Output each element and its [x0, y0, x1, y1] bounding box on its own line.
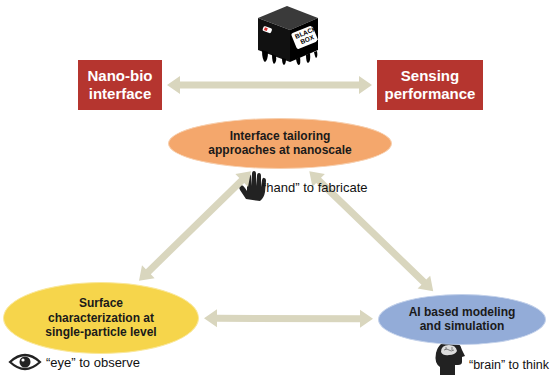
ellipse-node: AI based modeling and simulation	[378, 294, 546, 345]
node-text: Surface characterization at single-parti…	[35, 296, 167, 339]
ellipse-node: Interface tailoring approaches at nanosc…	[168, 118, 392, 169]
head-icon	[436, 341, 466, 375]
box-tag-dot	[264, 27, 268, 31]
eye-icon	[10, 355, 40, 369]
double-arrow	[167, 76, 372, 94]
eye-iris	[20, 357, 31, 368]
box-drips	[262, 50, 317, 65]
heading-box: Nano-bio interface	[78, 60, 162, 110]
double-arrow	[139, 171, 251, 280]
brain-shape	[441, 345, 457, 355]
eye-glint	[21, 358, 24, 361]
node-text: Interface tailoring approaches at nanosc…	[204, 129, 356, 158]
caption-label: “hand” to fabricate	[262, 180, 368, 195]
box-right-face	[290, 18, 318, 62]
caption-label: “eye” to observe	[46, 355, 140, 370]
head-silhouette	[436, 341, 466, 375]
caption-label: “brain” to think	[469, 358, 549, 372]
node-text: Nano-bio interface	[85, 67, 155, 103]
heading-box: Sensing performance	[377, 60, 483, 110]
double-arrow	[204, 309, 373, 327]
black-box-icon	[258, 6, 318, 65]
box-label-patch	[291, 25, 318, 49]
eye-outline	[10, 355, 40, 369]
node-text: Sensing performance	[384, 67, 476, 103]
node-text: AI based modeling and simulation	[406, 305, 518, 334]
box-tag	[262, 26, 272, 34]
ellipse-node: Surface characterization at single-parti…	[3, 282, 199, 354]
brain-folds	[444, 347, 454, 351]
